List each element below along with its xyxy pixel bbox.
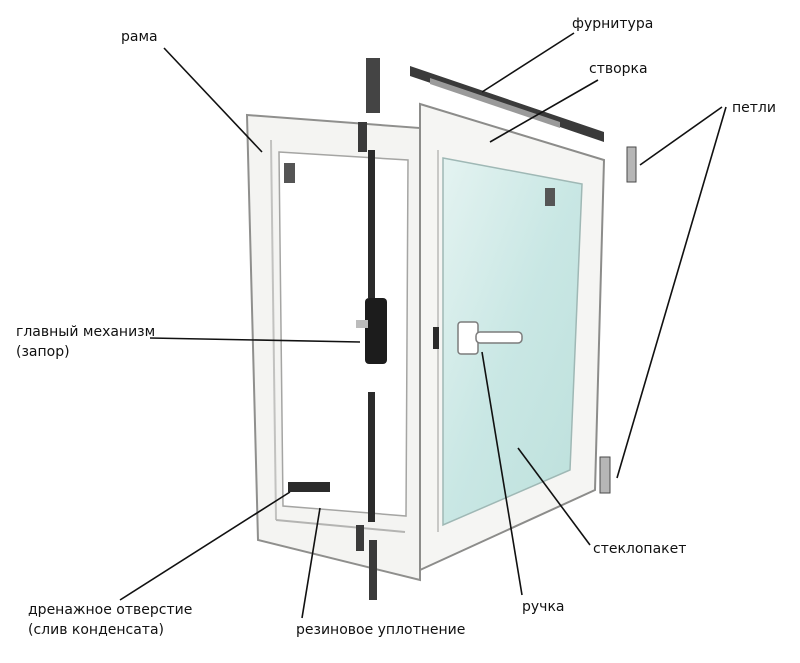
frame-opening [278,151,409,517]
frame-sill-edge [275,519,406,533]
frame-inner-edge [270,139,277,521]
label-drain-hole-line1: дренажное отверстие [28,602,193,618]
hinge-top [626,146,637,183]
leader-ruchka [481,351,523,596]
label-fittings: фурнитура [572,16,654,32]
leader-steklopaket [517,447,591,546]
leader-rama [163,47,263,153]
frame-corner-clip [284,163,295,183]
label-handle: ручка [522,599,565,615]
rod-lower [368,392,375,522]
gear-plate [356,320,368,328]
label-drain-hole: дренажное отверстие (слив конденсата) [28,600,192,640]
sash-side-clip [433,327,439,349]
frame [245,113,421,582]
label-main-mechanism-line1: главный механизм [16,324,156,340]
leader-petli-top [639,106,723,166]
top-fittings [366,58,637,494]
leader-petli-bottom [616,106,727,479]
leader-furnitura [481,32,575,93]
leader-lines [119,32,727,619]
leader-mechanism [149,337,361,343]
handle-base [457,321,479,355]
top-bracket [366,58,380,113]
label-sash: створка [589,61,648,77]
label-main-mechanism-line2: (запор) [16,344,70,360]
locking-rod [356,122,387,600]
leader-drain [119,491,291,601]
leader-stvorka [489,79,599,143]
rod-top-clip [358,122,367,152]
gear-mechanism [365,298,387,364]
rod-bottom-clip2 [369,540,377,600]
label-hinges: петли [732,100,776,116]
label-drain-hole-line2: (слив конденсата) [28,622,165,638]
leader-seal [301,507,321,619]
handle-lever [475,331,523,344]
label-rubber-seal: резиновое уплотнение [296,622,466,638]
sash-corner-clip [545,188,555,206]
rod-upper [368,150,375,298]
label-glass-unit: стеклопакет [593,541,687,557]
handle [457,321,523,355]
top-rail-light [430,78,560,128]
label-main-mechanism: главный механизм (запор) [16,322,155,362]
drain-slot [288,482,330,492]
label-frame: рама [121,29,158,45]
hinge-bottom [599,456,611,494]
rod-bottom-clip [356,525,364,551]
